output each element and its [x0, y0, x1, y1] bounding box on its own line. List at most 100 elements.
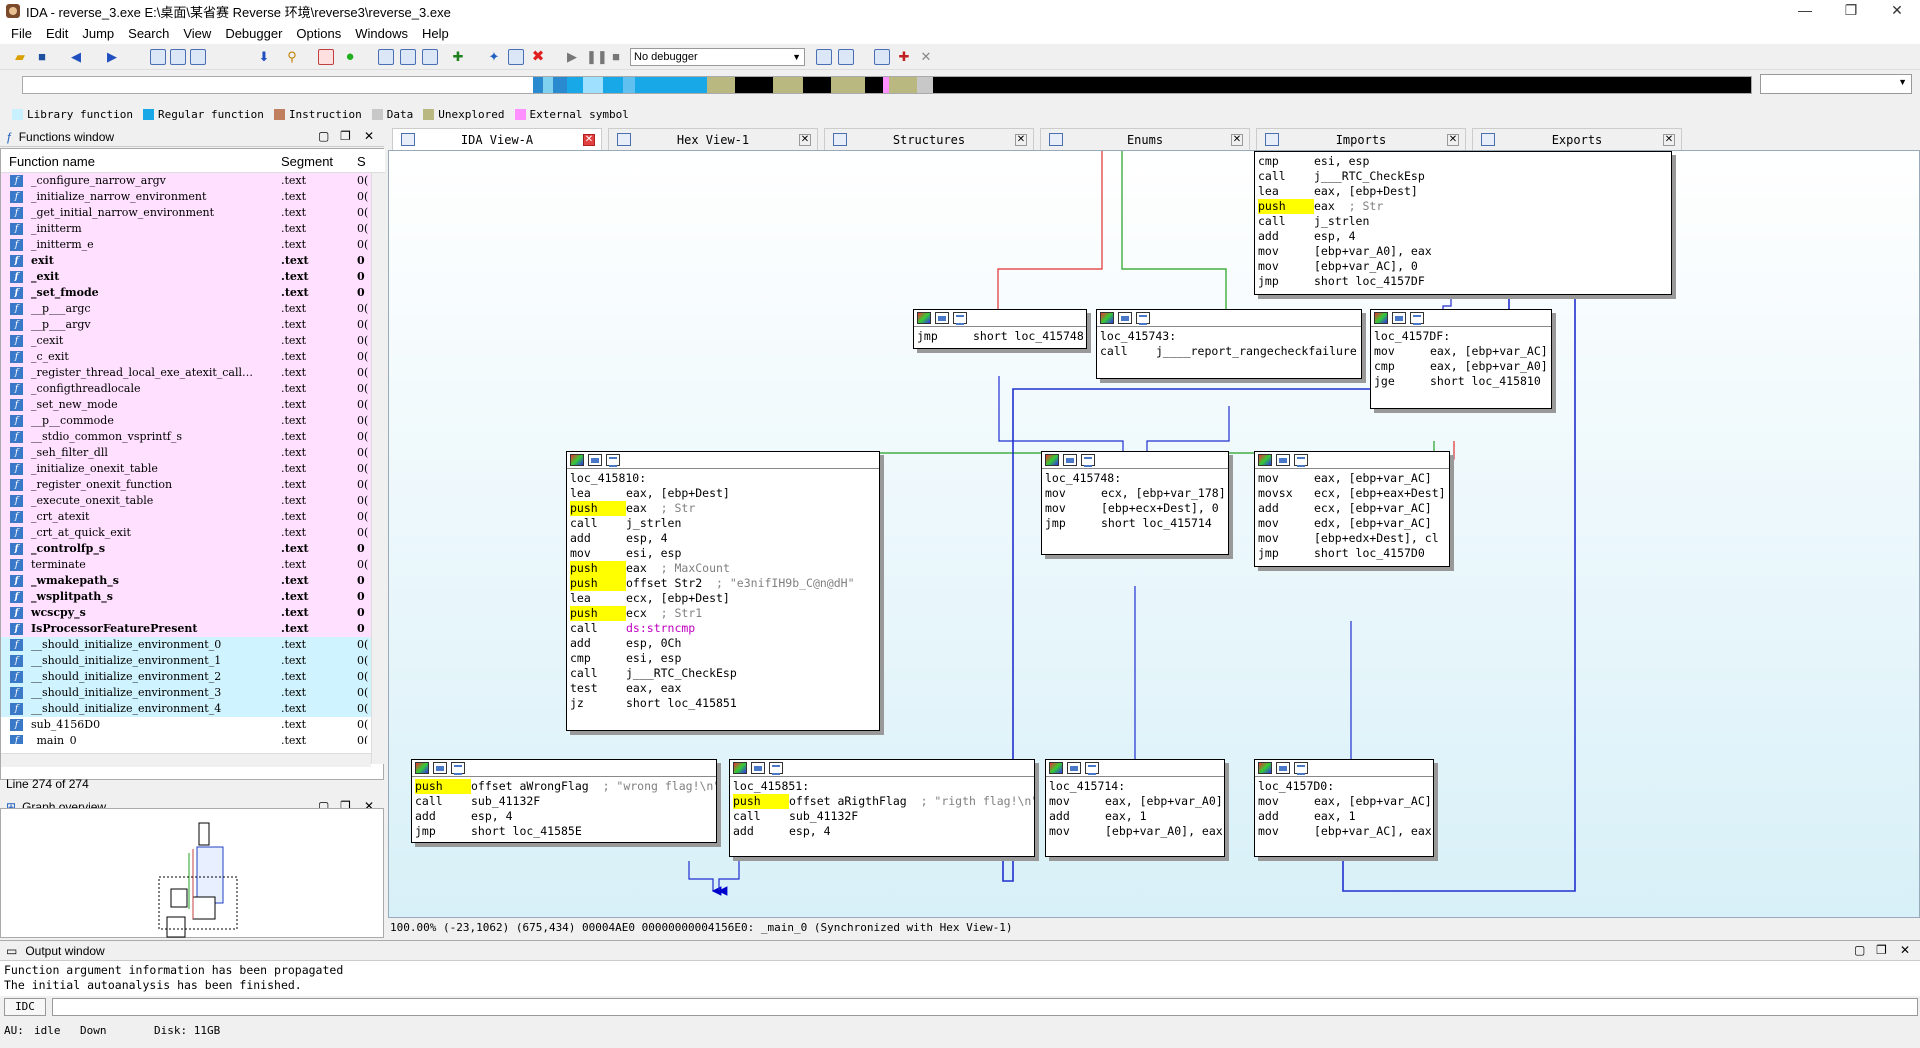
search-icon[interactable]: ⚲	[287, 49, 297, 64]
code-icon[interactable]	[170, 49, 186, 65]
menu-edit[interactable]: Edit	[45, 25, 69, 41]
menu-jump[interactable]: Jump	[82, 25, 115, 41]
play-icon[interactable]: ▶	[567, 49, 577, 64]
functions-vertical-scrollbar[interactable]	[371, 173, 384, 764]
column-s[interactable]: S	[357, 154, 366, 169]
back-arrow-icon[interactable]: ◀	[71, 49, 81, 64]
add-breakpoint-icon[interactable]: ✚	[898, 49, 910, 64]
column-segment[interactable]: Segment	[281, 154, 334, 169]
panel-close-icon[interactable]: ✕	[1900, 943, 1911, 957]
run-circle-icon[interactable]: ●	[345, 48, 355, 65]
asm-line[interactable]: loc_4157D0:	[1258, 779, 1430, 794]
open-folder-icon[interactable]: ▰	[15, 49, 25, 64]
overview-viewport[interactable]	[158, 876, 238, 930]
menu-view[interactable]: View	[183, 25, 212, 41]
tab-exports[interactable]: Exports✕	[1472, 128, 1682, 150]
nav-dropdown[interactable]: ▼	[1760, 74, 1912, 94]
hex-bin-icon[interactable]	[150, 49, 166, 65]
asm-line[interactable]: mov[ebp+edx+Dest], cl	[1258, 531, 1446, 546]
asm-line[interactable]: loc_415810:	[570, 471, 876, 486]
asm-line[interactable]: loc_4157DF:	[1374, 329, 1548, 344]
tab-hex-view-1[interactable]: Hex View-1✕	[608, 128, 818, 150]
step-over-icon[interactable]	[838, 49, 854, 65]
function-row[interactable]: f_register_thread_local_exe_atexit_call……	[1, 365, 371, 381]
menu-windows[interactable]: Windows	[355, 25, 408, 41]
panel-close-icon[interactable]: ✕	[364, 129, 375, 143]
asm-line[interactable]: loc_415743:	[1100, 329, 1358, 344]
asm-line[interactable]: mov[ebp+var_AC], eax	[1258, 824, 1432, 839]
forward-arrow-icon[interactable]: ▶	[107, 49, 117, 64]
close-icon[interactable]: ✕	[583, 134, 595, 146]
tab-ida-view-a[interactable]: IDA View-A✕	[392, 128, 602, 150]
asm-line[interactable]: loc_415748:	[1045, 471, 1225, 486]
close-icon[interactable]: ✕	[1231, 134, 1243, 146]
asm-line[interactable]: loc_415714:	[1049, 779, 1221, 794]
menu-search[interactable]: Search	[128, 25, 170, 41]
graph-icon[interactable]	[508, 49, 524, 65]
asm-line[interactable]: mov[ebp+var_A0], eax	[1049, 824, 1223, 839]
enum-icon[interactable]	[378, 49, 394, 65]
tab-enums[interactable]: Enums✕	[1040, 128, 1250, 150]
idc-language-button[interactable]: IDC	[4, 998, 46, 1016]
minimize-button[interactable]: —	[1798, 2, 1812, 18]
close-icon[interactable]: ✕	[1663, 134, 1675, 146]
patch-icon[interactable]: ✦	[488, 49, 500, 64]
tab-structures[interactable]: Structures✕	[824, 128, 1034, 150]
